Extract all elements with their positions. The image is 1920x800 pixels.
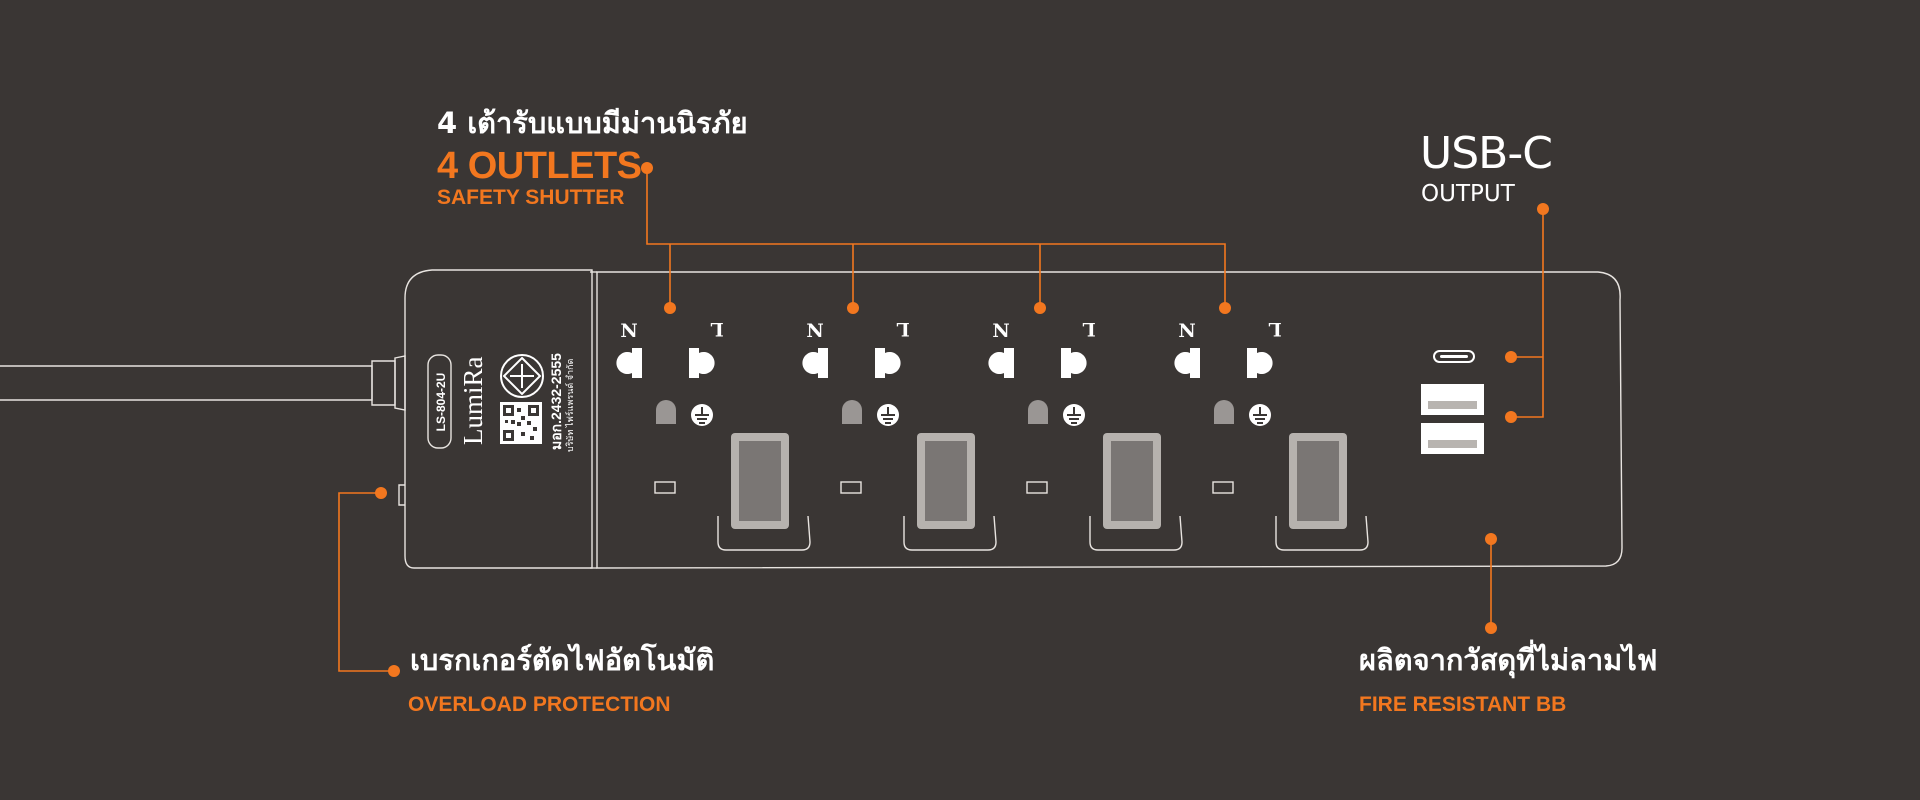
model-badge: LS-804-2U <box>427 354 452 449</box>
power-indicator-light <box>654 481 676 494</box>
neutral-pin-hole <box>802 348 828 378</box>
live-pin-hole <box>689 348 715 378</box>
neutral-label: N <box>620 320 637 342</box>
earth-ground-icon <box>877 404 899 426</box>
live-label: L <box>710 318 723 340</box>
outlets-subtitle: SAFETY SHUTTER <box>437 186 625 209</box>
earth-pin-hole <box>842 400 862 424</box>
power-indicator-light <box>840 481 862 494</box>
live-pin-hole <box>875 348 901 378</box>
neutral-label: N <box>806 320 823 342</box>
earth-ground-icon <box>691 404 713 426</box>
strip-body <box>398 269 1623 569</box>
callout-dots <box>375 162 1549 677</box>
breaker-english-label: OVERLOAD PROTECTION <box>408 693 671 716</box>
material-thai-label: ผลิตจากวัสดุที่ไม่ลามไฟ <box>1359 643 1658 677</box>
live-label: L <box>896 318 909 340</box>
rocker-switch[interactable] <box>1275 433 1369 551</box>
brand-logo: LumiRa <box>458 356 488 445</box>
power-cord <box>0 355 406 411</box>
usb-a-port-icon <box>1421 423 1484 454</box>
rocker-switch[interactable] <box>717 433 811 551</box>
live-pin-hole <box>1247 348 1273 378</box>
earth-ground-icon <box>1063 404 1085 426</box>
usb-title: USB-C <box>1420 128 1553 179</box>
neutral-pin-hole <box>1174 348 1200 378</box>
neutral-pin-hole <box>988 348 1014 378</box>
power-indicator-light <box>1212 481 1234 494</box>
usb-a-port-icon <box>1421 384 1484 415</box>
earth-pin-hole <box>656 400 676 424</box>
neutral-label: N <box>992 320 1009 342</box>
power-indicator-light <box>1026 481 1048 494</box>
neutral-label: N <box>1178 320 1195 342</box>
earth-pin-hole <box>1028 400 1048 424</box>
company-name: บริษัท ไฟร์แพรนด์ จำกัด <box>564 359 575 452</box>
earth-ground-icon <box>1249 404 1271 426</box>
model-text: LS-804-2U <box>434 373 448 432</box>
neutral-pin-hole <box>616 348 642 378</box>
usb-c-port-icon <box>1433 350 1475 363</box>
live-label: L <box>1268 318 1281 340</box>
material-english-label: FIRE RESISTANT BB <box>1359 693 1567 716</box>
earth-pin-hole <box>1214 400 1234 424</box>
certification-mark-icon <box>500 354 544 398</box>
callout-lines <box>338 167 1544 672</box>
usb-subtitle: OUTPUT <box>1421 181 1515 207</box>
breaker-thai-label: เบรกเกอร์ตัดไฟอัตโนมัติ <box>410 643 715 677</box>
live-label: L <box>1082 318 1095 340</box>
rocker-switch[interactable] <box>903 433 997 551</box>
qr-code-icon <box>500 402 542 444</box>
rocker-switch[interactable] <box>1089 433 1183 551</box>
standard-number: มอก.2432-2555 <box>548 353 564 450</box>
live-pin-hole <box>1061 348 1087 378</box>
outlets-title: 4 OUTLETS <box>437 145 642 187</box>
outlets-thai-label: 4 เต้ารับแบบมีม่านนิรภัย <box>437 106 748 140</box>
